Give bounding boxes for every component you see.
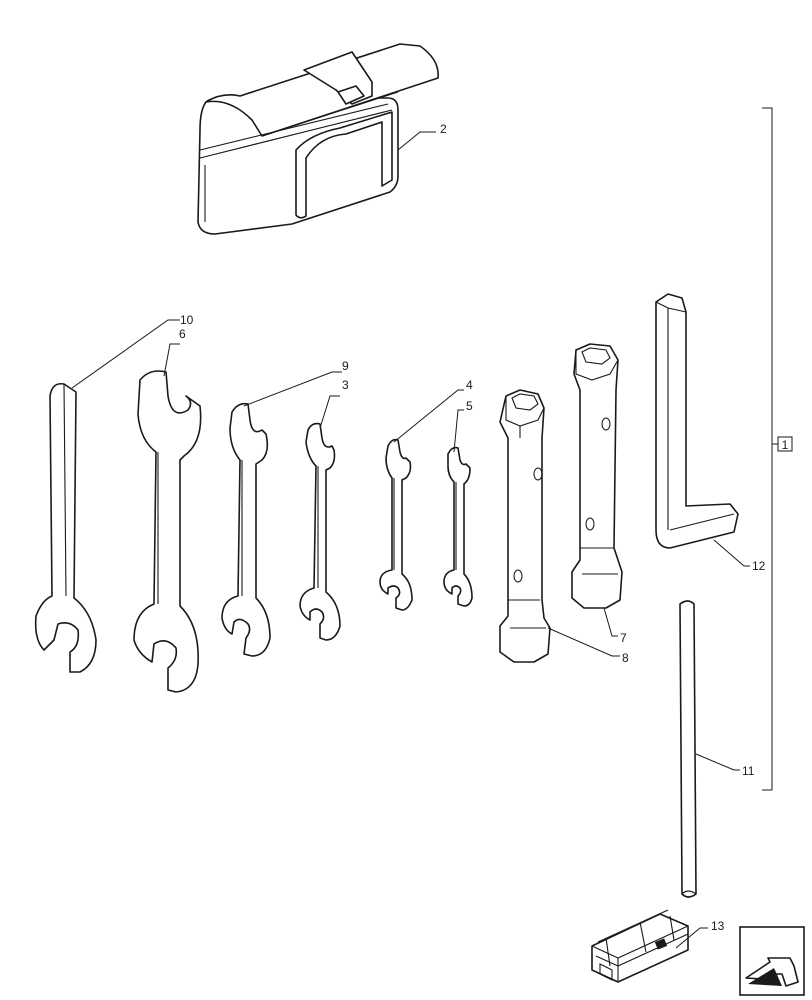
leader-lines <box>71 131 750 949</box>
callout-6: 6 <box>179 327 186 341</box>
hex-key <box>655 293 739 549</box>
callout-12: 12 <box>752 559 766 573</box>
callout-7: 7 <box>620 631 627 645</box>
callout-3: 3 <box>342 378 349 392</box>
rod <box>679 600 697 898</box>
wrench-4 <box>379 438 413 611</box>
wrench-5 <box>443 446 473 607</box>
single-open-wrench <box>34 382 97 673</box>
callout-9: 9 <box>342 359 349 373</box>
callout-5: 5 <box>466 399 473 413</box>
arrow-back-icon[interactable] <box>739 926 805 996</box>
callout-10: 10 <box>180 313 194 327</box>
callout-labels: 1 2 3 4 5 6 7 8 9 10 11 12 13 <box>179 122 789 933</box>
kit-bracket <box>762 107 793 791</box>
callout-1: 1 <box>782 438 789 452</box>
callout-8: 8 <box>622 651 629 665</box>
box-wrench-8 <box>499 389 551 663</box>
wrench-9 <box>221 402 271 657</box>
box-wrench-7 <box>571 343 623 609</box>
callout-13: 13 <box>711 919 725 933</box>
wrench-3 <box>299 422 341 641</box>
tool-bag <box>197 43 439 235</box>
callout-4: 4 <box>466 378 473 392</box>
tool-crate-icon <box>591 909 689 983</box>
callout-11: 11 <box>742 764 755 778</box>
callout-2: 2 <box>440 122 447 136</box>
wrench-6 <box>133 370 202 693</box>
